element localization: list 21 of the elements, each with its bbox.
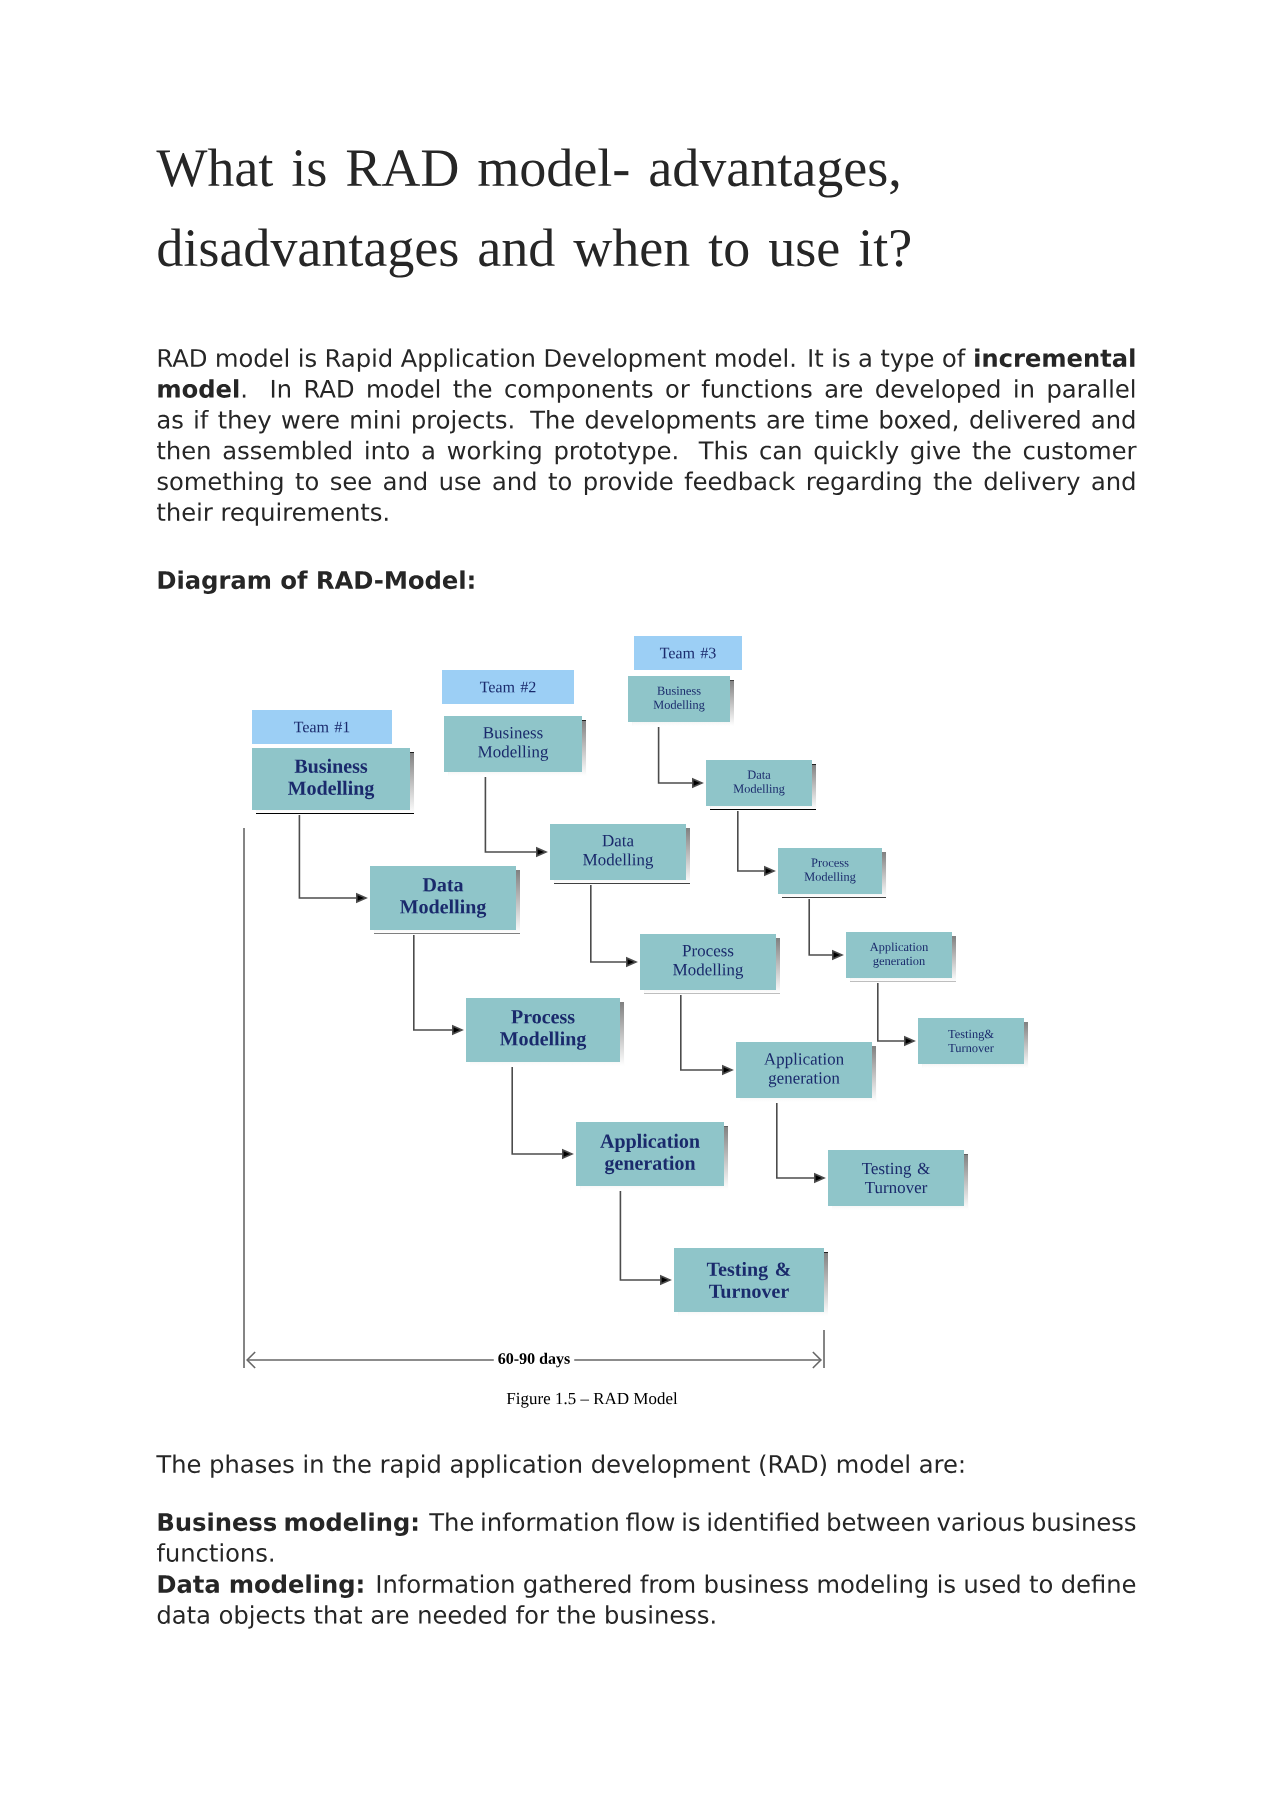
paragraph: Business modeling: The information flow is identified between various business functions. [156, 1512, 1136, 1562]
process-box: Application generation [736, 1042, 876, 1102]
process-box: Application generation [576, 1122, 728, 1190]
title: What is RAD model- advantages, disadvantages and when to use it? [156, 148, 911, 278]
process-box: Business Modelling [444, 716, 586, 776]
process-box: Data Modelling [370, 866, 520, 934]
figure-caption: Figure 1.5 – RAD Model [506, 1392, 678, 1408]
process-box: Business Modelling [252, 748, 414, 814]
section-heading: Diagram of RAD-Model: [158, 570, 474, 595]
team-label: Team #3 [634, 636, 742, 670]
process-box: Process Modelling [640, 934, 780, 994]
process-box: Process Modelling [466, 998, 624, 1066]
process-box: Testing & Turnover [828, 1150, 968, 1210]
team-label: Team #1 [252, 710, 392, 744]
process-box: Testing & Turnover [674, 1248, 828, 1316]
process-box: Data Modelling [550, 824, 690, 884]
paragraph: Data modeling: Information gathered from business modeling is used to define data objects that are needed for the business. [157, 1574, 1136, 1629]
paragraph: RAD model is Rapid Application Development model. It is a type of incremental model. In RAD model the components or functions are developed in parallel as if they were mini projects. The developments are time boxed, delivered and then assembled into a working prototype. This can quickly give the customer something to see and use and to provide feedback regarding the delivery and their requirements. [157, 348, 1137, 526]
paragraph: The phases in the rapid application development (RAD) model are: [156, 1454, 964, 1478]
team-label: Team #2 [442, 670, 574, 704]
dimension-label: 60-90 days [493, 1348, 575, 1372]
